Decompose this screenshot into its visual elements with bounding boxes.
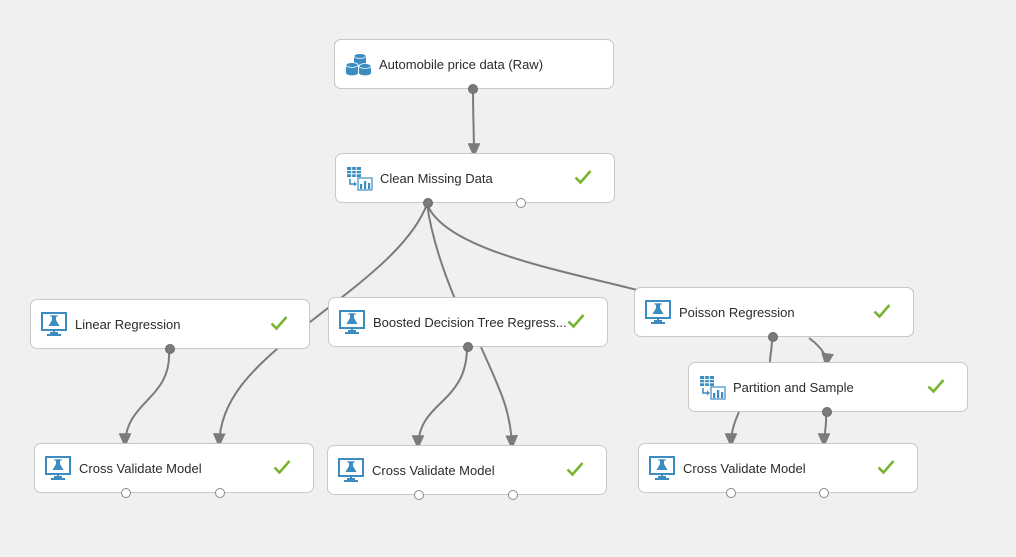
module-label: Cross Validate Model — [79, 460, 202, 476]
connector-boosted-to-cv2-right[interactable] — [480, 346, 519, 450]
ml-model-icon — [40, 311, 68, 337]
output-port[interactable] — [768, 332, 778, 342]
ml-model-icon — [337, 457, 365, 483]
output-port-scored-results[interactable] — [726, 488, 736, 498]
checkmark-icon — [574, 169, 592, 185]
output-port[interactable] — [468, 84, 478, 94]
connector-partition-to-cv3-right[interactable] — [817, 411, 831, 448]
module-partition-and-sample[interactable]: Partition and Sample — [688, 362, 968, 417]
module-cross-validate-model-3[interactable]: Cross Validate Model — [638, 443, 918, 498]
module-poisson-regression[interactable]: Poisson Regression — [634, 287, 914, 342]
module-label: Partition and Sample — [733, 379, 854, 395]
data-transform-icon — [698, 374, 726, 400]
ml-model-icon — [338, 309, 366, 335]
output-port-scored-results[interactable] — [121, 488, 131, 498]
output-port[interactable] — [463, 342, 473, 352]
output-port[interactable] — [165, 344, 175, 354]
module-clean-missing-data[interactable]: Clean Missing Data — [335, 153, 615, 208]
connector-partition-to-cv3-left[interactable] — [724, 411, 740, 448]
output-port-cleaning-transformation[interactable] — [516, 198, 526, 208]
module-linear-regression[interactable]: Linear Regression — [30, 299, 310, 354]
module-label: Linear Regression — [75, 316, 181, 332]
module-label: Boosted Decision Tree Regress... — [373, 314, 567, 330]
ml-model-icon — [644, 299, 672, 325]
checkmark-icon — [566, 461, 584, 477]
connector-clean-to-boosted[interactable] — [426, 203, 456, 300]
checkmark-icon — [927, 378, 945, 394]
connector-raw-to-clean[interactable] — [467, 89, 481, 158]
checkmark-icon — [273, 459, 291, 475]
output-port-evaluation-results[interactable] — [819, 488, 829, 498]
module-cross-validate-model-2[interactable]: Cross Validate Model — [327, 445, 607, 500]
checkmark-icon — [567, 313, 585, 329]
ml-model-icon — [44, 455, 72, 481]
connector-linear-to-cv1[interactable] — [118, 349, 171, 448]
module-label: Poisson Regression — [679, 304, 795, 320]
output-port-evaluation-results[interactable] — [215, 488, 225, 498]
connector-boosted-to-cv2-left[interactable] — [411, 346, 468, 450]
connector-clean-to-poisson[interactable] — [426, 203, 646, 293]
checkmark-icon — [873, 303, 891, 319]
module-label: Clean Missing Data — [380, 170, 493, 186]
module-label: Cross Validate Model — [683, 460, 806, 476]
output-port[interactable] — [822, 407, 832, 417]
module-label: Automobile price data (Raw) — [379, 56, 544, 72]
dataset-icon — [344, 51, 372, 77]
module-cross-validate-model-1[interactable]: Cross Validate Model — [34, 443, 314, 498]
module-automobile-price-data[interactable]: Automobile price data (Raw) — [334, 39, 614, 94]
output-port-scored-results[interactable] — [414, 490, 424, 500]
checkmark-icon — [877, 459, 895, 475]
output-port-cleaned-dataset[interactable] — [423, 198, 433, 208]
output-port-evaluation-results[interactable] — [508, 490, 518, 500]
module-boosted-decision-tree-regression[interactable]: Boosted Decision Tree Regress... — [328, 297, 608, 352]
data-transform-icon — [345, 165, 373, 191]
module-label: Cross Validate Model — [372, 462, 495, 478]
ml-model-icon — [648, 455, 676, 481]
checkmark-icon — [270, 315, 288, 331]
